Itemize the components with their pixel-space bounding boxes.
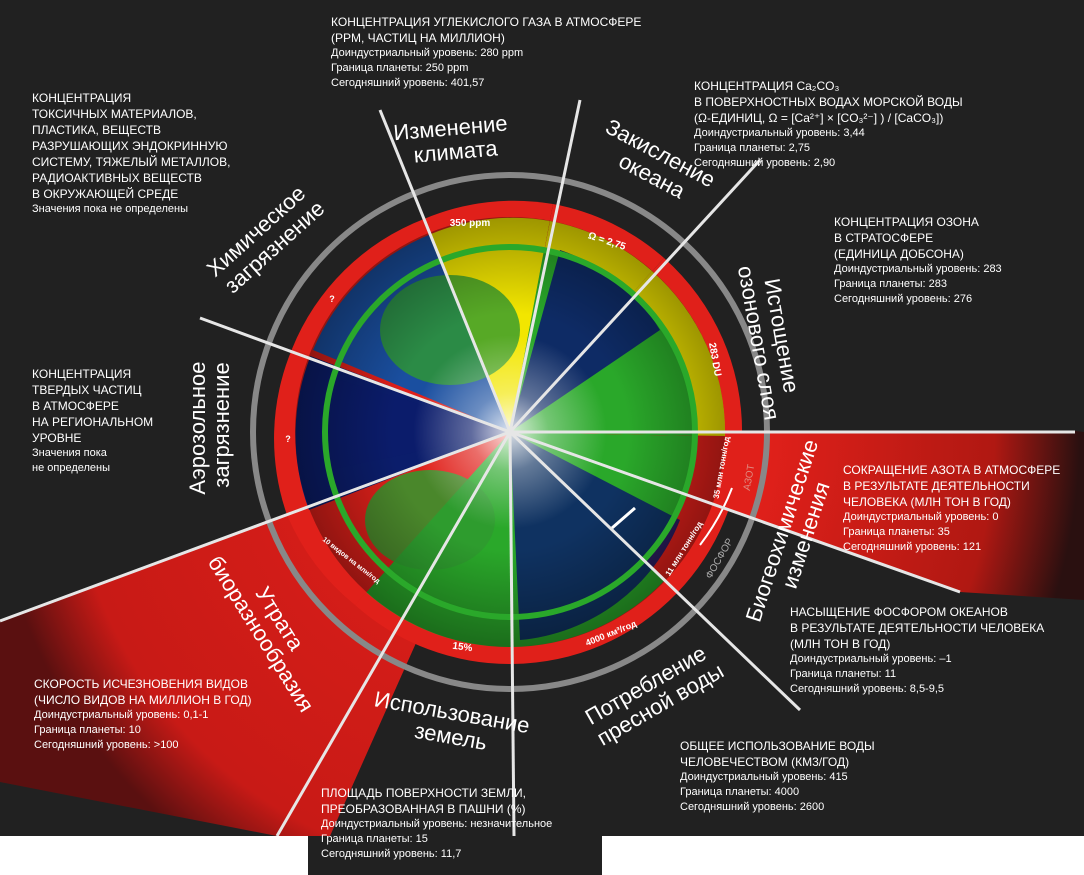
ring-label-aerosol: ? — [285, 434, 291, 444]
caption-chemical-line: СИСТЕМУ, ТЯЖЕЛЫЙ МЕТАЛЛОВ, — [32, 155, 231, 169]
caption-phosphorus-stat: Сегодняшний уровень: 8,5-9,5 — [790, 683, 945, 695]
caption-ocean-line: (Ω-ЕДИНИЦ, Ω = [Ca²⁺] × [CO₃²⁻] ) / [CaC… — [694, 111, 944, 125]
caption-water-line: ЧЕЛОВЕЧЕСТВОМ (КМ3/ГОД) — [680, 755, 850, 769]
sector-ozone-label: Истощение озонового слоя — [733, 260, 808, 422]
caption-phosphorus: НАСЫЩЕНИЕ ФОСФОРОМ ОКЕАНОВ В РЕЗУЛЬТАТЕ … — [790, 604, 1080, 697]
caption-land: ПЛОЩАДЬ ПОВЕРХНОСТИ ЗЕМЛИ, ПРЕОБРАЗОВАНН… — [321, 785, 601, 862]
caption-ocean-line: КОНЦЕНТРАЦИЯ Ca₂CO₃ — [694, 79, 840, 93]
ring-label-co2: 350 ppm — [450, 218, 491, 229]
caption-ozone: КОНЦЕНТРАЦИЯ ОЗОНА В СТРАТОСФЕРЕ (ЕДИНИЦ… — [834, 214, 1074, 307]
divider-nitrogen — [509, 430, 961, 594]
caption-land-line: ПЛОЩАДЬ ПОВЕРХНОСТИ ЗЕМЛИ, — [321, 786, 526, 800]
caption-land-stat: Граница планеты: 15 — [321, 833, 428, 845]
caption-phosphorus-line: В РЕЗУЛЬТАТЕ ДЕЯТЕЛЬНОСТИ ЧЕЛОВЕКА — [790, 621, 1045, 635]
caption-ozone-stat: Граница планеты: 283 — [834, 278, 947, 290]
caption-water-stat: Сегодняшний уровень: 2600 — [680, 801, 825, 813]
caption-aerosol-line: НА РЕГИОНАЛЬНОМ — [32, 415, 154, 429]
sector-water-label: Потребление пресной воды — [581, 637, 728, 750]
caption-co2-line: (PPM, ЧАСТИЦ НА МИЛЛИОН) — [331, 31, 505, 45]
divider-land-biodiv — [275, 431, 512, 836]
caption-ozone-line: (ЕДИНИЦА ДОБСОНА) — [834, 247, 964, 261]
caption-ocean-stat: Доиндустриальный уровень: 3,44 — [694, 127, 865, 139]
caption-phosphorus-stat: Граница планеты: 11 — [790, 668, 897, 680]
caption-chemical-line: РАЗРУШАЮЩИХ ЭНДОКРИННУЮ — [32, 139, 228, 153]
caption-land-stat: Доиндустриальный уровень: незначительное — [321, 818, 553, 830]
nitrogen-phosphorus-arc — [699, 487, 733, 546]
caption-phosphorus-stat: Доиндустриальный уровень: –1 — [790, 653, 952, 665]
caption-water-stat: Граница планеты: 4000 — [680, 786, 800, 798]
caption-nitrogen-stat: Граница планеты: 35 — [843, 526, 950, 538]
sector-climate-label: Изменение климата — [392, 110, 516, 169]
caption-phosphorus-line: НАСЫЩЕНИЕ ФОСФОРОМ ОКЕАНОВ — [790, 605, 1008, 619]
sector-aerosol-line2: загрязнение — [209, 362, 234, 487]
ring-label-land: 15% — [452, 641, 473, 655]
caption-co2-stat: Сегодняшний уровень: 401,57 — [331, 77, 485, 89]
divider-chemical-climate — [378, 109, 512, 433]
caption-ocean-stat: Сегодняшний уровень: 2,90 — [694, 157, 836, 169]
caption-chemical-line: ТОКСИЧНЫХ МАТЕРИАЛОВ, — [32, 107, 197, 121]
divider-ocean-ozone — [508, 158, 762, 434]
caption-land-stat: Сегодняшний уровень: 11,7 — [321, 848, 462, 860]
caption-aerosol-line: В АТМОСФЕРЕ — [32, 399, 119, 413]
sector-aerosol-label: Аэрозольное загрязнение — [185, 355, 234, 494]
caption-aerosol: КОНЦЕНТРАЦИЯ ТВЕРДЫХ ЧАСТИЦ В АТМОСФЕРЕ … — [32, 366, 192, 476]
caption-chemical-line: КОНЦЕНТРАЦИЯ — [32, 91, 132, 105]
sector-aerosol-line1: Аэрозольное — [185, 362, 210, 495]
caption-co2-stat: Доиндустриальный уровень: 280 ppm — [331, 47, 524, 59]
divider-lines — [0, 99, 1075, 836]
caption-nitrogen-line: СОКРАЩЕНИЕ АЗОТА В АТМОСФЕРЕ — [843, 463, 1061, 477]
caption-ozone-line: КОНЦЕНТРАЦИЯ ОЗОНА — [834, 215, 979, 229]
divider-biogeo-water — [508, 430, 802, 712]
caption-water-line: ОБЩЕЕ ИСПОЛЬЗОВАНИЕ ВОДЫ — [680, 739, 875, 753]
caption-co2-line: КОНЦЕНТРАЦИЯ УГЛЕКИСЛОГО ГАЗА В АТМОСФЕР… — [331, 15, 642, 29]
caption-aerosol-line: УРОВНЕ — [32, 431, 82, 445]
caption-chemical-line: РАДИОАКТИВНЫХ ВЕЩЕСТВ — [32, 171, 202, 185]
caption-ocean-line: В ПОВЕРХНОСТНЫХ ВОДАХ МОРСКОЙ ВОДЫ — [694, 95, 963, 109]
caption-phosphorus-line: (МЛН ТОН В ГОД) — [790, 637, 891, 651]
caption-water-stat: Доиндустриальный уровень: 415 — [680, 771, 848, 783]
caption-chemical-line: ПЛАСТИКА, ВЕЩЕСТВ — [32, 123, 161, 137]
nitrogen-phosphorus-divider — [611, 506, 636, 530]
caption-nitrogen-stat: Сегодняшний уровень: 121 — [843, 541, 982, 553]
caption-aerosol-line: ТВЕРДЫХ ЧАСТИЦ — [32, 383, 142, 397]
divider-aerosol-chemical — [199, 316, 511, 434]
ring-label-chemical: ? — [329, 294, 335, 304]
caption-ozone-line: В СТРАТОСФЕРЕ — [834, 231, 934, 245]
caption-co2: КОНЦЕНТРАЦИЯ УГЛЕКИСЛОГО ГАЗА В АТМОСФЕР… — [331, 14, 691, 91]
caption-biodiversity-stat: Граница планеты: 10 — [34, 724, 141, 736]
caption-nitrogen-stat: Доиндустриальный уровень: 0 — [843, 511, 999, 523]
caption-biodiversity-stat: Сегодняшний уровень: >100 — [34, 739, 179, 751]
caption-chemical: КОНЦЕНТРАЦИЯ ТОКСИЧНЫХ МАТЕРИАЛОВ, ПЛАСТ… — [32, 90, 282, 217]
caption-ocean: КОНЦЕНТРАЦИЯ Ca₂CO₃ В ПОВЕРХНОСТНЫХ ВОДА… — [694, 78, 984, 171]
caption-nitrogen-line: В РЕЗУЛЬТАТЕ ДЕЯТЕЛЬНОСТИ — [843, 479, 1030, 493]
caption-water: ОБЩЕЕ ИСПОЛЬЗОВАНИЕ ВОДЫ ЧЕЛОВЕЧЕСТВОМ (… — [680, 738, 940, 815]
divider-water-land — [508, 431, 516, 836]
caption-ocean-stat: Граница планеты: 2,75 — [694, 142, 811, 154]
divider-climate-ocean — [508, 99, 582, 433]
caption-nitrogen: СОКРАЩЕНИЕ АЗОТА В АТМОСФЕРЕ В РЕЗУЛЬТАТ… — [843, 462, 1079, 555]
boundaries-diagram: 350 ppm Ω = 2,75 283 DU 35 млн тонн/год … — [0, 99, 1084, 836]
caption-biodiversity: СКОРОСТЬ ИСЧЕЗНОВЕНИЯ ВИДОВ (ЧИСЛО ВИДОВ… — [34, 676, 314, 753]
ring-label-azot: АЗОТ — [742, 464, 757, 492]
caption-aerosol-stat: не определены — [32, 462, 111, 474]
land-caption-panel — [308, 780, 602, 875]
caption-aerosol-line: КОНЦЕНТРАЦИЯ — [32, 367, 132, 381]
caption-biodiversity-stat: Доиндустриальный уровень: 0,1-1 — [34, 709, 209, 721]
caption-ozone-stat: Сегодняшний уровень: 276 — [834, 293, 973, 305]
caption-chemical-line: В ОКРУЖАЮЩЕЙ СРЕДЕ — [32, 187, 179, 201]
caption-biodiversity-line: СКОРОСТЬ ИСЧЕЗНОВЕНИЯ ВИДОВ — [34, 677, 249, 691]
caption-aerosol-stat: Значения пока — [32, 447, 107, 459]
caption-ozone-stat: Доиндустриальный уровень: 283 — [834, 263, 1002, 275]
divider-biodiv-aerosol — [0, 430, 511, 623]
caption-nitrogen-line: ЧЕЛОВЕКА (МЛН ТОН В ГОД) — [843, 495, 1011, 509]
caption-chemical-stat: Значения пока не определены — [32, 203, 188, 215]
caption-land-line: ПРЕОБРАЗОВАННАЯ В ПАШНИ (%) — [321, 802, 526, 816]
caption-biodiversity-line: (ЧИСЛО ВИДОВ НА МИЛЛИОН В ГОД) — [34, 693, 252, 707]
caption-co2-stat: Граница планеты: 250 ppm — [331, 62, 469, 74]
